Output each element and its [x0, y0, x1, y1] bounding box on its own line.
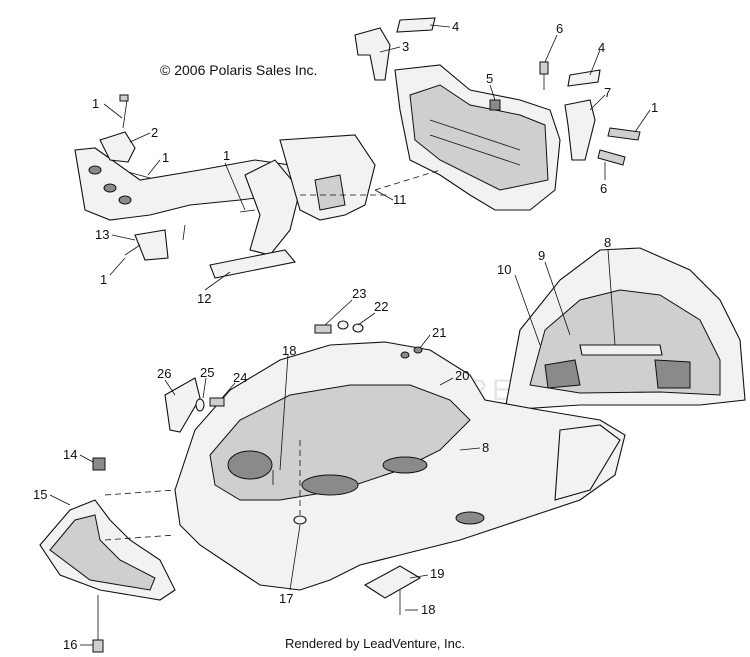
callout-7: 7 [604, 85, 611, 100]
bolt-6-top [539, 61, 549, 75]
leader-lines [49, 24, 651, 646]
callout-13: 13 [95, 227, 109, 242]
callout-21: 21 [432, 325, 446, 340]
decal-4-right [567, 69, 601, 87]
bracket-2 [99, 131, 136, 163]
callout-1: 1 [100, 272, 107, 287]
callout-14: 14 [63, 447, 77, 462]
callout-6: 6 [556, 21, 563, 36]
bolt-1-group [119, 94, 256, 256]
skid-bracket-12 [209, 249, 297, 279]
callout-4: 4 [598, 40, 605, 55]
grommet-21b [413, 346, 423, 354]
screw-23 [314, 324, 332, 334]
washer-22a [337, 320, 349, 330]
callout-12: 12 [197, 291, 211, 306]
footer-credit: Rendered by LeadVenture, Inc. [285, 636, 465, 651]
callout-8: 8 [604, 235, 611, 250]
bracket-7 [564, 99, 596, 161]
callout-18: 18 [282, 343, 296, 358]
nut-14 [92, 457, 106, 471]
callout-24: 24 [233, 370, 247, 385]
nut-5 [489, 99, 501, 111]
callout-25: 25 [200, 365, 214, 380]
callout-6: 6 [600, 181, 607, 196]
plate-19 [363, 565, 422, 599]
plug-17 [293, 515, 307, 525]
callout-1: 1 [162, 150, 169, 165]
callout-2: 2 [151, 125, 158, 140]
bolt-1-right [607, 127, 641, 141]
copyright-text: © 2006 Polaris Sales Inc. [160, 62, 318, 78]
callout-26: 26 [157, 366, 171, 381]
bracket-3 [354, 27, 391, 81]
callout-22: 22 [374, 299, 388, 314]
washer-22b [352, 323, 364, 333]
bolt-6-right [597, 149, 626, 166]
screw-24 [209, 397, 225, 407]
callout-labels: 1 2 1 1 3 4 6 4 5 7 1 6 11 13 1 12 10 9 … [33, 19, 658, 652]
callout-16: 16 [63, 637, 77, 652]
bracket-13 [134, 229, 169, 261]
hood-20 [174, 341, 626, 591]
callout-1: 1 [92, 96, 99, 111]
callout-11: 11 [393, 192, 407, 207]
grommet-21a [400, 351, 410, 359]
front-frame-assembly [74, 147, 301, 279]
callout-19: 19 [430, 566, 444, 581]
decal-4-top [396, 17, 436, 33]
callout-8: 8 [482, 440, 489, 455]
callout-18: 18 [421, 602, 435, 617]
callout-23: 23 [352, 286, 366, 301]
washer-25 [195, 398, 205, 412]
callout-10: 10 [497, 262, 511, 277]
callout-17: 17 [279, 591, 293, 606]
callout-3: 3 [402, 39, 409, 54]
callout-1: 1 [223, 148, 230, 163]
bumper-inner [49, 514, 156, 591]
bulkhead-assembly [394, 64, 561, 211]
steering-post-detail [314, 174, 346, 211]
callout-4: 4 [452, 19, 459, 34]
inset-rear-view [504, 247, 746, 411]
callout-9: 9 [538, 248, 545, 263]
callout-20: 20 [455, 368, 469, 383]
callout-5: 5 [486, 71, 493, 86]
callout-1: 1 [651, 100, 658, 115]
decal-plate-26 [164, 377, 201, 433]
callout-15: 15 [33, 487, 47, 502]
